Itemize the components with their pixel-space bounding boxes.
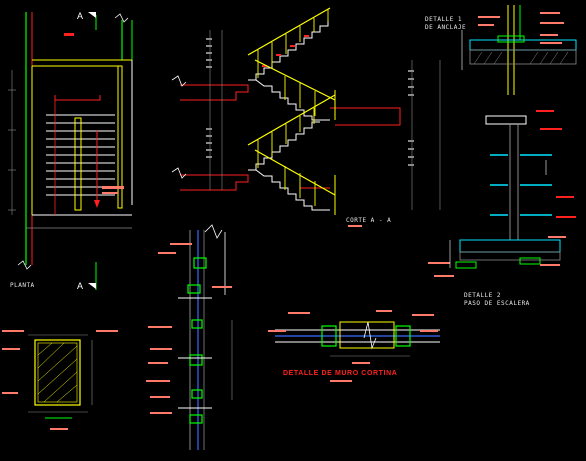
detalle2-title: DETALLE 2 — [464, 292, 502, 299]
section-mark-top: A — [77, 11, 84, 21]
anchor-detail — [461, 5, 577, 95]
detalle1-title: DETALLE 1 — [425, 16, 463, 23]
detalle1-subtitle: DE ANCLAJE — [425, 24, 467, 31]
glazing-plan-detail — [2, 330, 118, 430]
detalle2-subtitle: PASO DE ESCALERA — [464, 300, 530, 307]
curtain-wall-section — [146, 224, 233, 450]
planta-label: PLANTA — [10, 282, 35, 289]
corte-label: CORTE A - A — [346, 217, 392, 224]
stair-step-detail — [428, 110, 576, 277]
muro-cortina-title: DETALLE DE MURO CORTINA — [283, 370, 398, 377]
stair-section — [171, 7, 441, 227]
curtain-wall-plan-detail — [268, 310, 440, 382]
stair-plan — [8, 12, 133, 290]
section-mark-bottom: A — [77, 281, 84, 291]
